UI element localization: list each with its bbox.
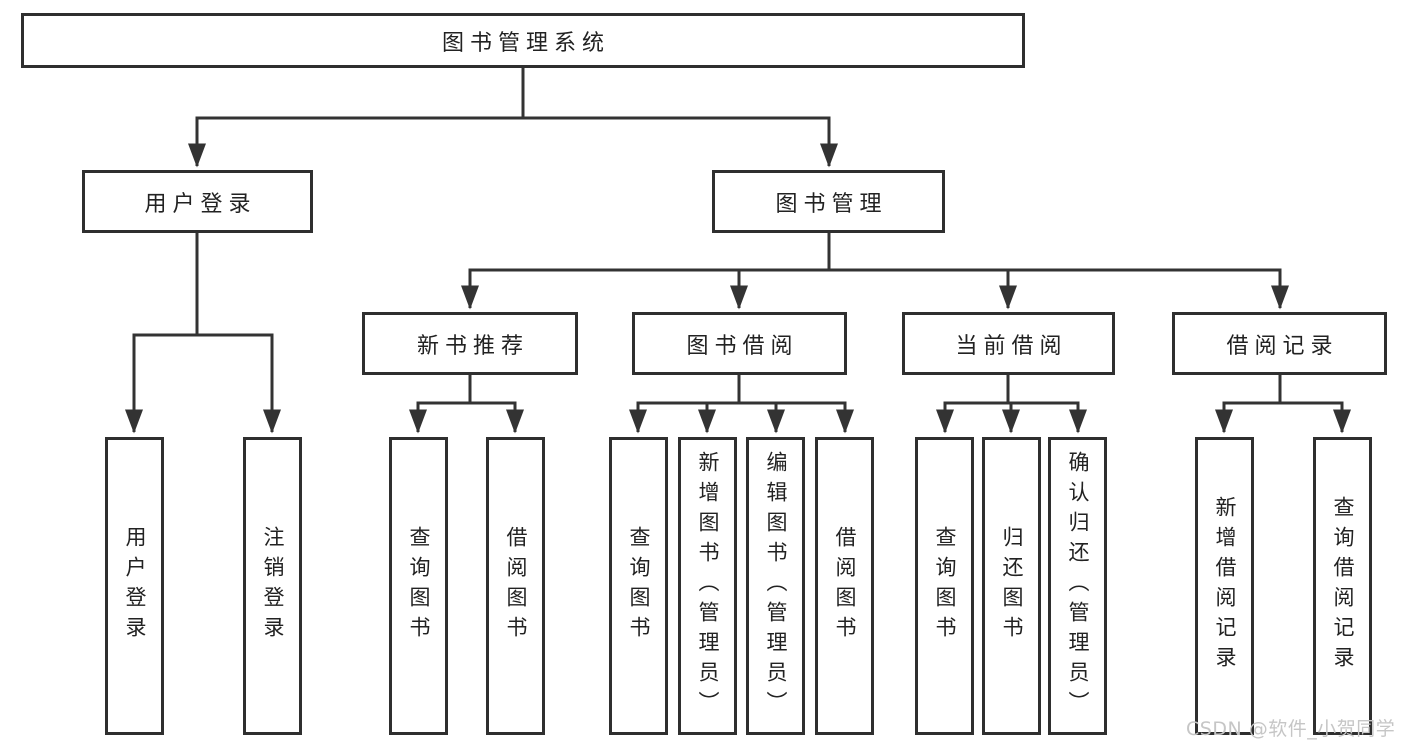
leaf-query-book-current: 查询图书 (915, 437, 974, 735)
leaf-logout: 注销登录 (243, 437, 302, 735)
leaf-query-book-borrowing: 查询图书 (609, 437, 668, 735)
leaf-borrow-book-recommend: 借阅图书 (486, 437, 545, 735)
leaf-query-borrow-record: 查询借阅记录 (1313, 437, 1372, 735)
leaf-query-book-recommend: 查询图书 (389, 437, 448, 735)
node-user-login: 用户登录 (82, 170, 313, 233)
leaf-user-login: 用户登录 (105, 437, 164, 735)
node-book-management: 图书管理 (712, 170, 945, 233)
node-borrowing-records: 借阅记录 (1172, 312, 1387, 375)
node-current-borrowing: 当前借阅 (902, 312, 1115, 375)
node-book-borrowing: 图书借阅 (632, 312, 847, 375)
leaf-add-book-admin: 新增图书（管理员） (678, 437, 737, 735)
leaf-confirm-return-admin: 确认归还（管理员） (1048, 437, 1107, 735)
node-library-management-system: 图书管理系统 (21, 13, 1025, 68)
leaf-return-book: 归还图书 (982, 437, 1041, 735)
csdn-watermark: CSDN @软件_小贺同学 (1186, 718, 1396, 740)
leaf-add-borrow-record: 新增借阅记录 (1195, 437, 1254, 735)
node-new-book-recommend: 新书推荐 (362, 312, 578, 375)
leaf-borrow-book: 借阅图书 (815, 437, 874, 735)
leaf-edit-book-admin: 编辑图书（管理员） (746, 437, 805, 735)
